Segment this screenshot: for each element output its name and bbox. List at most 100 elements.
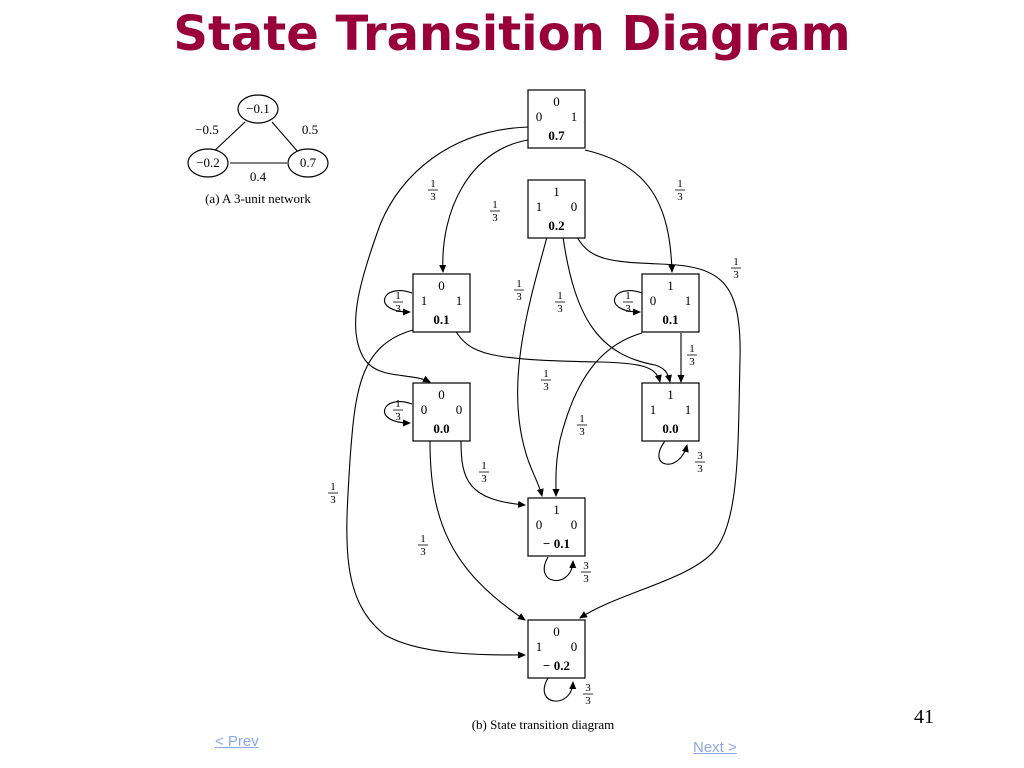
- state-rect: [641, 382, 700, 442]
- state-rect: [527, 89, 586, 149]
- fraction-numerator: 1: [557, 290, 563, 302]
- fraction-denominator: 3: [420, 546, 426, 558]
- fraction-denominator: 3: [557, 303, 563, 315]
- probability-label-one-third: 13: [687, 343, 697, 368]
- state-left-value: 1: [421, 293, 428, 308]
- state-left-value: 1: [536, 639, 543, 654]
- fraction-numerator: 1: [579, 413, 585, 425]
- edge-mid-to-r2: [562, 236, 672, 383]
- self-loop-r2: [658, 440, 689, 465]
- state-right-value: 0: [571, 639, 578, 654]
- probability-label-one-third: 13: [428, 178, 438, 203]
- state-left-value: 0: [536, 109, 543, 124]
- self-loop-bot: [543, 677, 577, 702]
- fraction-denominator: 3: [697, 463, 703, 475]
- state-left-value: 0: [650, 293, 657, 308]
- fraction-denominator: 3: [395, 411, 401, 423]
- state-right-value: 0: [571, 199, 578, 214]
- state-top-value: 0: [438, 387, 445, 402]
- edge-r1-to-c3: [552, 332, 643, 497]
- fraction-denominator: 3: [689, 356, 695, 368]
- probability-label-one-third: 13: [577, 413, 587, 438]
- fraction-numerator: 3: [585, 682, 591, 694]
- probability-label-one-third: 13: [514, 278, 524, 303]
- probability-label-one-third: 13: [731, 256, 741, 281]
- state-top-value: 1: [667, 278, 674, 293]
- probability-label-one-third: 13: [418, 533, 428, 558]
- probability-label-one-third: 13: [393, 398, 403, 423]
- fraction-denominator: 3: [395, 303, 401, 315]
- state-energy: − 0.1: [543, 536, 570, 551]
- probability-label-self: 33: [581, 560, 591, 585]
- state-rect: [527, 619, 586, 679]
- network-unit-left: [187, 148, 229, 178]
- probability-label-one-third: 13: [623, 290, 633, 315]
- state-left-value: 1: [536, 199, 543, 214]
- state-left-value: 0: [536, 517, 543, 532]
- page-number: 41: [914, 706, 934, 728]
- edge-l2-to-c3: [460, 440, 526, 508]
- fraction-denominator: 3: [543, 381, 549, 393]
- fraction-denominator: 3: [585, 695, 591, 707]
- probability-label-one-third: 13: [479, 460, 489, 485]
- edge-l1-to-r2: [454, 329, 662, 383]
- state-energy: 0.0: [433, 421, 449, 436]
- state-rect: [527, 497, 586, 557]
- fraction-denominator: 3: [492, 212, 498, 224]
- state-energy: − 0.2: [543, 658, 570, 673]
- network-edge-left: [211, 121, 246, 154]
- next-link[interactable]: Next >: [693, 739, 737, 756]
- weight-right: 0.5: [302, 122, 318, 137]
- three-unit-network: −0.1 −0.2 0.7 −0.5 0.5 0.4 (a) A 3-unit …: [187, 94, 329, 206]
- fraction-numerator: 1: [481, 460, 487, 472]
- diagram-caption: (b) State transition diagram: [472, 717, 615, 732]
- network-edge-right: [271, 121, 300, 154]
- prev-link[interactable]: < Prev: [215, 733, 259, 750]
- fraction-numerator: 1: [733, 256, 739, 268]
- fraction-denominator: 3: [516, 291, 522, 303]
- state-rect: [412, 382, 471, 442]
- state-top-value: 0: [553, 94, 560, 109]
- state-left-value: 1: [650, 402, 657, 417]
- weight-left: −0.5: [195, 122, 219, 137]
- fraction-numerator: 1: [330, 481, 336, 493]
- state-top-value: 1: [667, 387, 674, 402]
- network-unit-top: [237, 94, 279, 124]
- fraction-denominator: 3: [677, 191, 683, 203]
- transition-edges: [346, 126, 741, 702]
- probability-label-one-third: 13: [490, 199, 500, 224]
- state-right-value: 1: [456, 293, 463, 308]
- probability-label-self: 33: [695, 450, 705, 475]
- state-right-value: 1: [571, 109, 578, 124]
- fraction-denominator: 3: [481, 473, 487, 485]
- fraction-numerator: 1: [516, 278, 522, 290]
- state-top-value: 1: [553, 502, 560, 517]
- state-top-value: 0: [438, 278, 445, 293]
- unit-top-bias: −0.1: [246, 101, 270, 116]
- unit-right-bias: 0.7: [300, 155, 317, 170]
- state-right-value: 1: [685, 293, 692, 308]
- fraction-numerator: 1: [677, 178, 683, 190]
- edge-l2-to-bot: [429, 440, 526, 621]
- state-energy: 0.2: [548, 218, 564, 233]
- probability-label-one-third: 13: [541, 368, 551, 393]
- state-rect: [412, 273, 471, 333]
- edge-top-to-l1: [439, 139, 529, 273]
- fraction-numerator: 1: [430, 178, 436, 190]
- slide-title: State Transition Diagram: [173, 6, 851, 62]
- state-energy: 0.7: [548, 128, 565, 143]
- self-loop-l1: [383, 290, 413, 316]
- fraction-numerator: 1: [492, 199, 498, 211]
- fraction-numerator: 1: [625, 290, 631, 302]
- fraction-numerator: 1: [420, 533, 426, 545]
- self-loop-c3: [543, 556, 577, 582]
- edge-mid-to-c3: [517, 236, 548, 497]
